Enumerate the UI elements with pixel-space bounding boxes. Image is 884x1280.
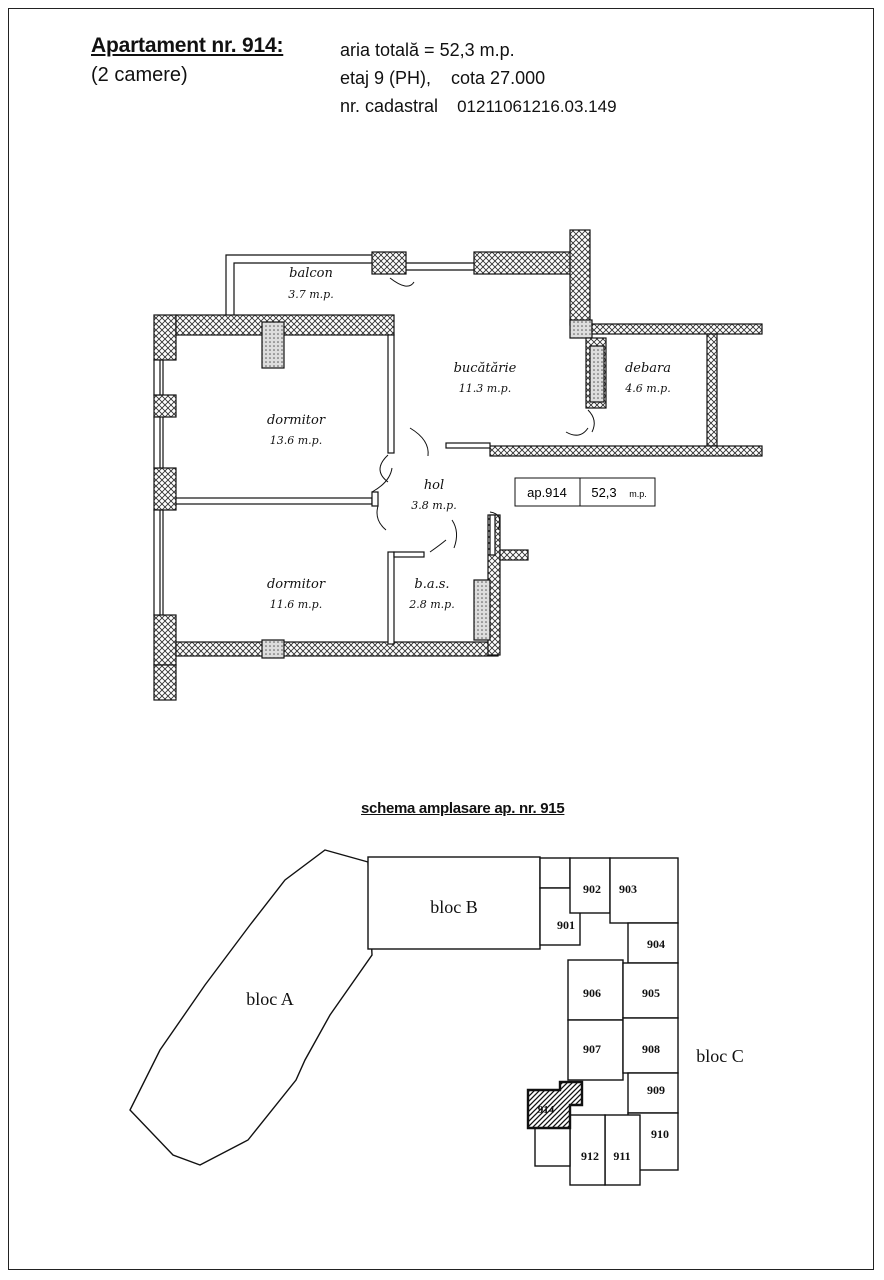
room-area-dormitor-1: 13.6 m.p.: [270, 434, 322, 447]
room-name-dormitor-2: dormitor: [267, 577, 326, 592]
room-name-bas: b.a.s.: [414, 577, 449, 592]
apartment-title: Apartament nr. 914:: [91, 34, 284, 57]
cadastral-label: nr. cadastral: [340, 96, 439, 116]
balcony-railing: [225, 254, 474, 315]
room-area-dormitor-2: 11.6 m.p.: [270, 598, 322, 611]
door-swings: [371, 277, 595, 553]
cadastral-row: nr. cadastral 01211061216.03.149: [340, 96, 617, 117]
room-name-hol: hol: [424, 478, 444, 493]
floor-level: etaj 9 (PH), cota 27.000: [340, 68, 546, 88]
cadastral-number: 01211061216.03.149: [457, 97, 617, 116]
room-name-bucatarie: bucătărie: [454, 361, 517, 376]
room-area-bas: 2.8 m.p.: [408, 598, 454, 611]
apartment-tag: ap.914 52,3 m.p.: [514, 477, 656, 507]
apt-tag-label: ap.914: [527, 485, 567, 500]
apt-tag-unit: m.p.: [629, 489, 647, 499]
apt-tag-area: 52,3: [591, 485, 616, 500]
room-area-debara: 4.6 m.p.: [624, 382, 670, 395]
room-area-balcon: 3.7 m.p.: [288, 288, 333, 301]
room-area-bucatarie: 11.3 m.p.: [459, 382, 511, 395]
room-name-dormitor-1: dormitor: [267, 413, 326, 428]
exterior-walls: [153, 229, 763, 701]
room-area-hol: 3.8 m.p.: [411, 499, 456, 512]
room-name-balcon: balcon: [289, 266, 333, 281]
rooms-count: (2 camere): [91, 64, 188, 86]
site-scheme-title: schema amplasare ap. nr. 915: [361, 800, 565, 817]
page-frame: [8, 8, 874, 1270]
interior-partitions: [175, 334, 496, 645]
total-area: aria totală = 52,3 m.p.: [340, 40, 515, 60]
room-name-debara: debara: [625, 361, 671, 376]
floor-plan: balcon 3.7 m.p. bucătărie 11.3 m.p. deba…: [153, 229, 763, 701]
